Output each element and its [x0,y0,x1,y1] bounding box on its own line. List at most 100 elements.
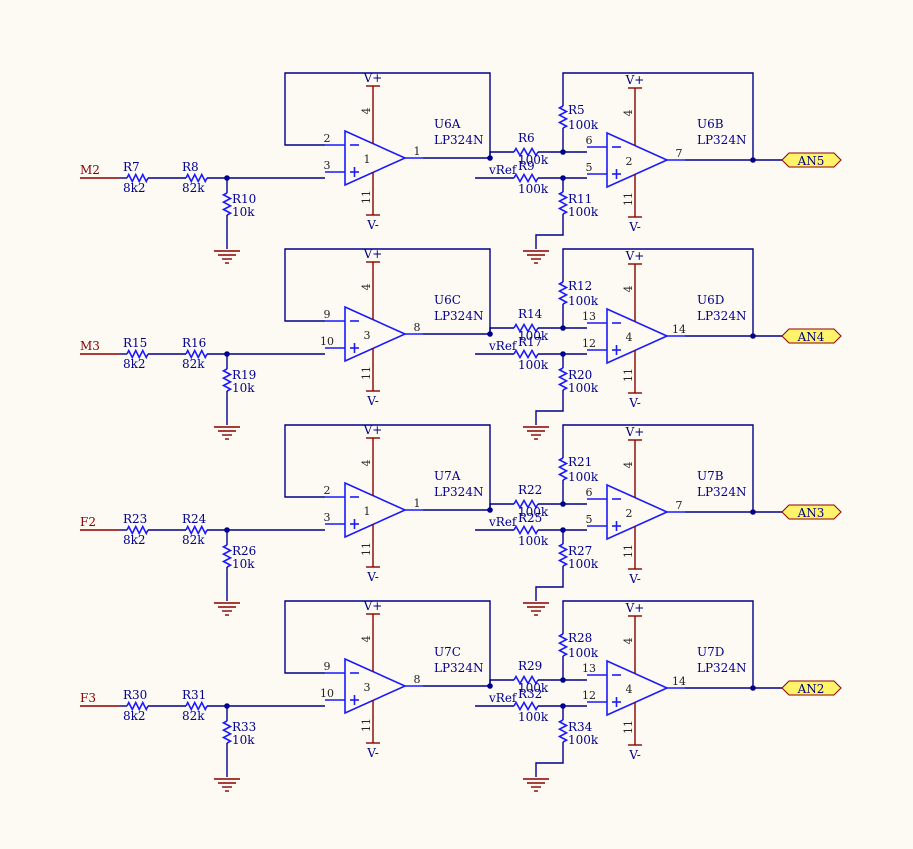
op-amp-designator: U7D [697,645,724,659]
op-amp-designator: U6D [697,293,724,307]
resistor-value: 8k2 [123,709,146,723]
pin-number-vplus: 4 [622,286,635,293]
resistor-ref-designator: R32 [518,687,542,701]
op-amp-triangle [606,131,669,189]
pin-number-noninv: 12 [582,689,596,702]
pin-number-vminus: 11 [360,542,373,556]
resistor-ref: R19 [232,368,256,382]
resistor-value: 10k [232,381,255,395]
output-port-shape [781,152,842,168]
pin-number-out: 1 [414,497,421,510]
resistor-ref: R34 [568,720,593,734]
output-port: AN5 [781,152,842,168]
resistor-series [513,146,539,158]
vplus-label: V+ [625,601,645,615]
resistor-value: 82k [182,357,205,371]
op-amp-unit-number: 2 [626,507,633,520]
input-net-label: M3 [80,339,100,353]
diff-feedback-wire [562,600,754,688]
op-amp-unit-number: 3 [364,681,371,694]
resistor-value: 100k [568,557,599,571]
resistor-in1 [126,524,149,536]
resistor-in2 [185,348,208,360]
ground-symbol [523,426,549,440]
output-port: AN3 [781,504,842,520]
resistor-in1 [126,172,149,184]
op-amp-triangle [344,129,407,187]
wire [535,390,564,425]
pin-number-noninv: 5 [586,513,593,526]
resistor-ref: R7 [123,160,140,174]
resistor-value: 8k2 [123,533,146,547]
pin-number-vplus: 4 [622,110,635,117]
resistor-value: 100k [568,118,599,132]
pin-number-noninv: 10 [320,687,334,700]
resistor-ref [513,348,539,360]
wire [535,214,564,249]
pin-number-vminus: 11 [360,190,373,204]
resistor-shunt [221,192,233,216]
pin-number-inv: 9 [324,308,331,321]
resistor-shunt [221,544,233,568]
vplus-label: V+ [625,73,645,87]
pin-number-inv: 13 [582,310,596,323]
resistor-value: 100k [518,681,549,695]
resistor-ref: R21 [568,455,592,469]
resistor-ref [513,524,539,536]
vref-net-label: vRef [488,691,518,705]
pin-number-vminus: 11 [622,720,635,734]
resistor-value: 100k [518,534,549,548]
pin-number-inv: 6 [586,134,593,147]
pin-number-out: 7 [676,147,683,160]
vminus-label: V- [628,572,641,586]
op-amp-triangle [344,481,407,539]
resistor-value: 100k [518,358,549,372]
resistor-value: 10k [232,733,255,747]
output-port-shape [781,680,842,696]
diff-feedback-wire [562,424,754,512]
input-net-label: M2 [80,163,100,177]
vminus-label: V- [366,746,379,760]
op-amp-unit-number: 4 [626,683,633,696]
op-amp-unit-number: 2 [626,155,633,168]
resistor-value: 100k [568,646,599,660]
op-amp-part: LP324N [434,309,483,323]
pin-number-noninv: 3 [324,511,331,524]
op-amp-unit-number: 1 [364,505,371,518]
wire [489,503,514,510]
ground-symbol [214,426,240,440]
resistor-shunt [221,368,233,392]
op-amp-unit-number: 3 [364,329,371,342]
resistor-ref: R16 [182,336,206,350]
resistor-ref: R10 [232,192,256,206]
pin-number-vplus: 4 [622,462,635,469]
vminus-label: V- [628,220,641,234]
resistor-ref-designator: R9 [518,159,535,173]
resistor-ref: R11 [568,192,592,206]
diff-feedback-wire [562,248,754,336]
op-amp-triangle [344,657,407,715]
resistor-value: 100k [568,205,599,219]
vref-net-label: vRef [488,339,518,353]
vplus-label: V+ [625,425,645,439]
pin-number-out: 8 [414,321,421,334]
output-port-label: AN5 [797,154,825,168]
resistor-shunt [221,720,233,744]
output-port: AN4 [781,328,842,344]
resistor-feedback [557,105,569,129]
resistor-ref: R28 [568,631,592,645]
output-port: AN2 [781,680,842,696]
pin-number-vminus: 11 [622,544,635,558]
resistor-value: 100k [518,153,549,167]
pin-number-inv: 6 [586,486,593,499]
pin-number-vplus: 4 [360,108,373,115]
input-net-label: F2 [80,515,96,529]
buffer-feedback-wire [284,72,491,158]
vminus-label: V- [366,394,379,408]
